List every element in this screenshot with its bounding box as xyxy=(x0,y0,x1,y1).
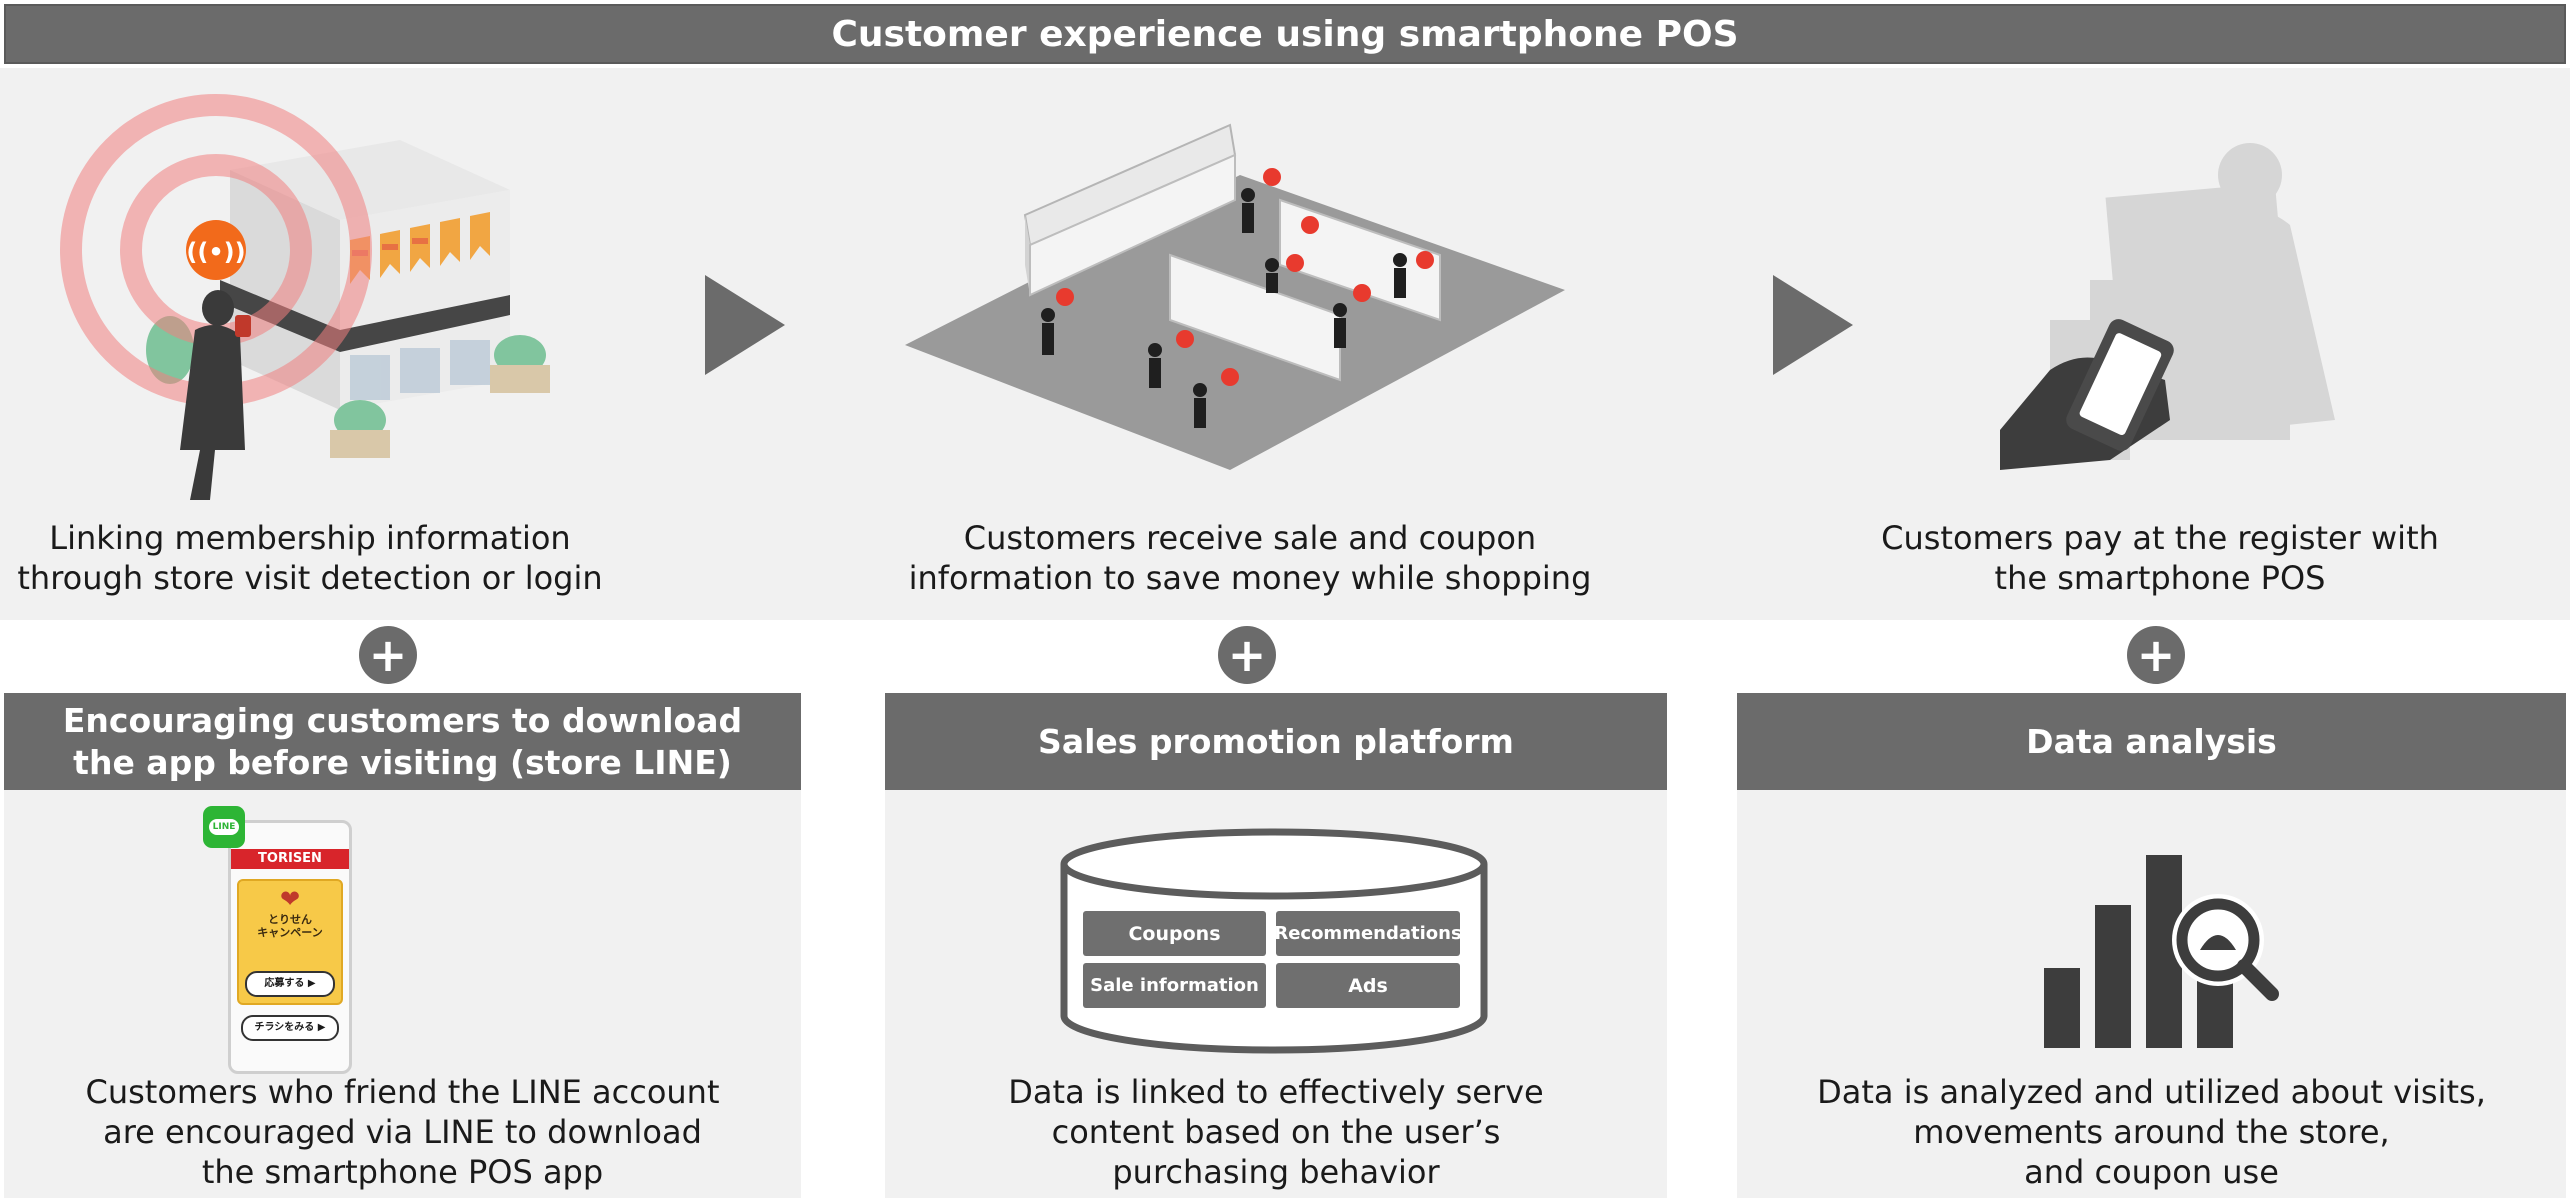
panel-caption-data-analysis: Data is analyzed and utilized about visi… xyxy=(1817,1073,2486,1191)
step-caption-store-visit: Linking membership information through s… xyxy=(17,519,603,597)
register-payment-icon xyxy=(2000,143,2335,470)
apply-button[interactable]: 応募する ▶ xyxy=(245,971,335,997)
bar-chart-magnifier-icon xyxy=(2044,855,2279,1048)
step-caption-payment: Customers pay at the register with the s… xyxy=(1881,519,2439,597)
database-item-ads: Ads xyxy=(1276,963,1460,1008)
panel-title-sales-promotion: Sales promotion platform xyxy=(885,693,1667,790)
store-floor-icon xyxy=(905,123,1565,470)
line-logo-icon: LINE xyxy=(203,806,245,848)
panel-body-store-line xyxy=(4,790,801,1198)
brand-banner: TORISEN xyxy=(231,849,349,869)
diagram-title: Customer experience using smartphone POS xyxy=(4,4,2566,64)
panel-caption-store-line: Customers who friend the LINE account ar… xyxy=(85,1073,720,1191)
panel-caption-sales-promotion: Data is linked to effectively serve cont… xyxy=(1008,1073,1544,1191)
plus-icon: + xyxy=(2127,626,2185,684)
flyer-button[interactable]: チラシをみる ▶ xyxy=(241,1015,339,1041)
svg-text:((•)): ((•)) xyxy=(186,238,245,266)
step-caption-in-store: Customers receive sale and coupon inform… xyxy=(908,519,1592,597)
arrow-right-icon xyxy=(705,275,785,375)
line-app-phone: TORISEN ❤ とりせん キャンペーン 応募する ▶ チラシをみる ▶ xyxy=(228,820,352,1074)
database-item-recommendations: Recommendations xyxy=(1274,911,1462,956)
panel-title-store-line: Encouraging customers to download the ap… xyxy=(4,693,801,790)
campaign-text: とりせん キャンペーン xyxy=(257,913,323,940)
bird-icon: ❤ xyxy=(279,885,301,913)
arrow-right-icon xyxy=(1773,275,1853,375)
panel-title-data-analysis: Data analysis xyxy=(1737,693,2566,790)
database-item-coupons: Coupons xyxy=(1083,911,1266,956)
store-visit-icon: ((•)) xyxy=(60,94,550,500)
campaign-card: ❤ とりせん キャンペーン 応募する ▶ xyxy=(237,879,343,1005)
database-item-sale-information: Sale information xyxy=(1083,963,1266,1008)
plus-icon: + xyxy=(359,626,417,684)
plus-icon: + xyxy=(1218,626,1276,684)
